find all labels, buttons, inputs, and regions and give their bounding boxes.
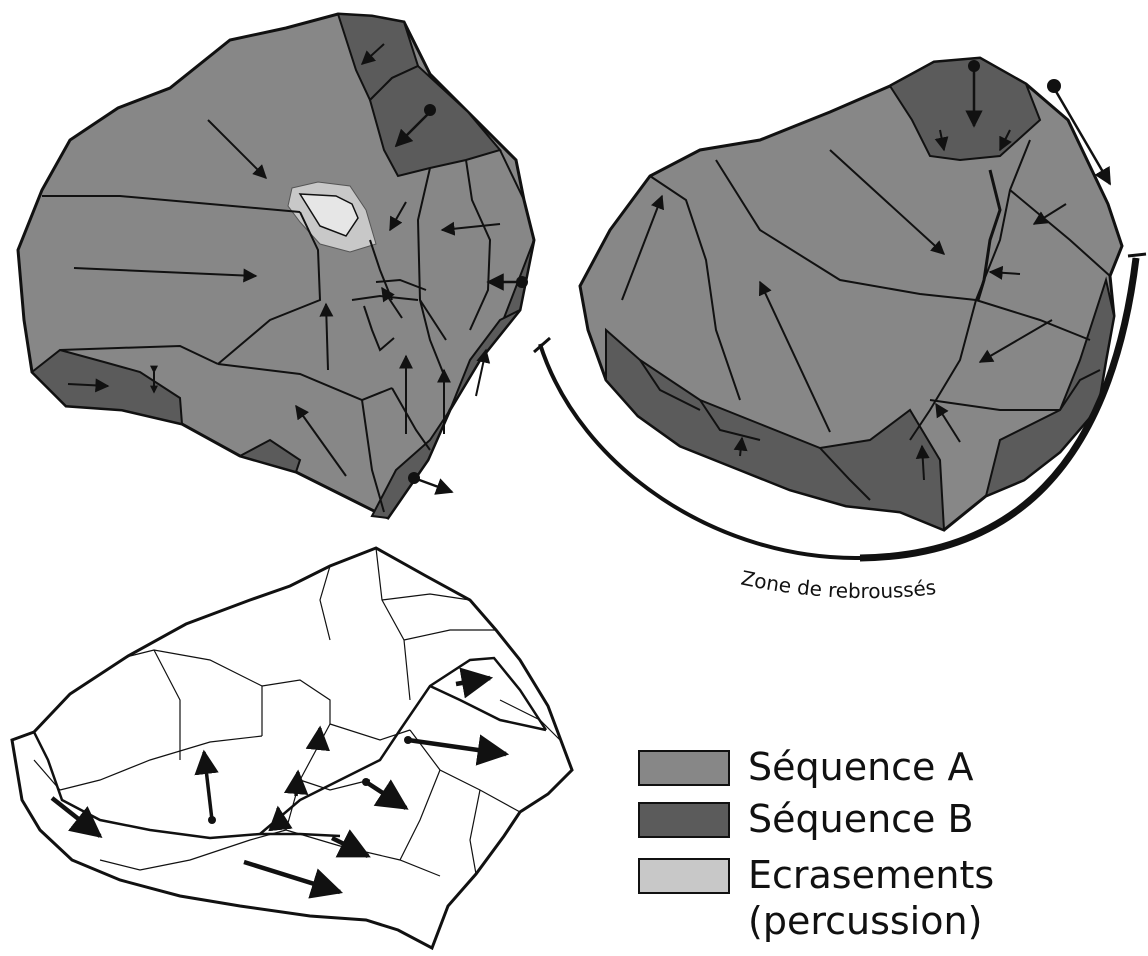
artifact1-seqB-bottom-left [237, 438, 302, 474]
legend-item-sequence-a: Séquence A [638, 744, 974, 790]
artifact2-seqB-top [888, 56, 1042, 162]
artifact1-seqB-bottom [370, 409, 451, 520]
legend-label-sequence-b: Séquence B [748, 797, 974, 841]
zone-rebrousses-label: Zone de rebroussés [739, 566, 937, 603]
artifact-bottom-left [10, 546, 574, 951]
artifact1-outline [16, 12, 536, 520]
artifact-top-left [16, 12, 536, 520]
artifact1-seqB-lower-right [449, 309, 521, 411]
legend-item-sequence-b: Séquence B [638, 796, 974, 842]
legend-swatch-ecrasements [638, 858, 730, 894]
legend-item-ecrasements: Ecrasements (percussion) [638, 852, 994, 944]
legend-label-sequence-a: Séquence A [748, 745, 974, 789]
artifact-top-right: Zone de rebroussés [533, 56, 1147, 603]
legend-swatch-sequence-b [638, 802, 730, 838]
legend-label-ecrasements: Ecrasements (percussion) [748, 853, 995, 943]
artifact2-seqB-right [984, 276, 1116, 498]
artifact1-seqB-upper-right [368, 64, 502, 178]
legend-swatch-sequence-a [638, 750, 730, 786]
artifact3-outline [10, 546, 574, 951]
artifact2-seqB-bottom [605, 327, 946, 532]
